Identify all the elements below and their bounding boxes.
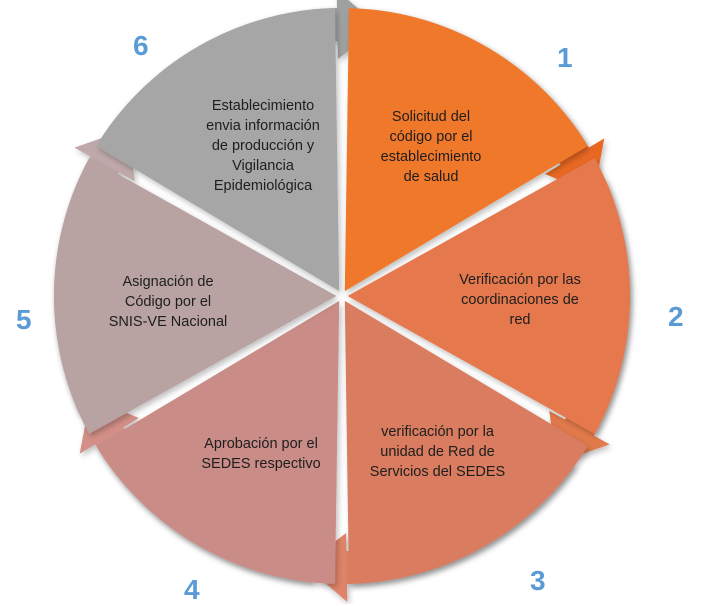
step-5-number: 5 — [16, 304, 32, 335]
step-6-text: Establecimiento envia información de pro… — [206, 98, 320, 194]
step-2-number: 2 — [668, 301, 684, 332]
step-2-text: Verificación por las coordinaciones de r… — [459, 272, 581, 328]
step-6-sector — [96, 8, 340, 291]
step-2-sector — [348, 158, 631, 434]
step-3-sector — [344, 301, 588, 584]
step-4-sector — [96, 301, 340, 584]
step-1-number: 1 — [557, 42, 573, 73]
step-4-number: 4 — [184, 574, 200, 605]
step-5-text: Asignación de Código por el SNIS-VE Naci… — [108, 274, 228, 330]
step-1-text: Solicitud del código por el establecimie… — [380, 109, 482, 185]
step-4-text: Aprobación por el SEDES respectivo — [201, 436, 321, 472]
step-6-number: 6 — [133, 30, 149, 61]
step-1-sector — [344, 8, 588, 291]
step-3-text: verificación por la unidad de Red de Ser… — [369, 424, 506, 480]
step-3-number: 3 — [530, 565, 546, 596]
step-5-sector — [53, 158, 336, 434]
cycle-sectors — [53, 8, 631, 584]
